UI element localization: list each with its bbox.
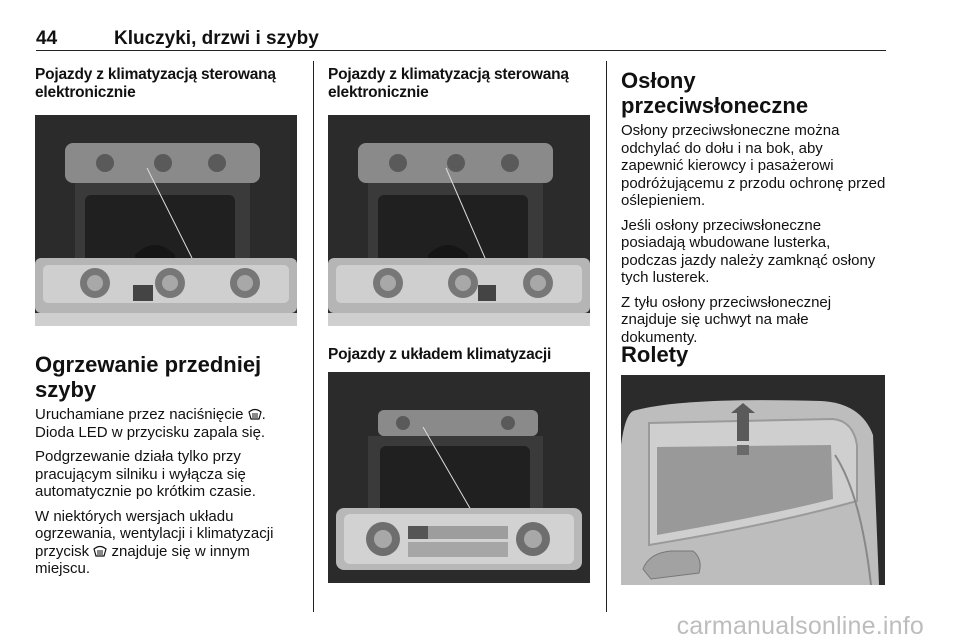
page-title: Kluczyki, drzwi i szyby bbox=[114, 28, 319, 49]
air-conditioning-panel-image bbox=[328, 372, 590, 583]
subheading-electronic-climate: Pojazdy z klimatyzacją sterowaną elektro… bbox=[35, 66, 276, 101]
p1-text-end: . Dioda LED w przycisku zapala się. bbox=[35, 406, 266, 441]
column-3-rolety: Rolety bbox=[621, 342, 886, 367]
windscreen-defrost-icon bbox=[93, 545, 108, 557]
column-divider-2 bbox=[606, 61, 607, 612]
heading-windscreen-heating: Ogrzewanie przedniej szyby bbox=[35, 352, 262, 402]
paragraph-vanity-mirrors: Jeśli osłony przeciwsłoneczne posiadają … bbox=[621, 216, 876, 287]
electronic-climate-control-panel-image bbox=[328, 115, 590, 326]
heading-blinds: Rolety bbox=[621, 342, 689, 367]
column-divider-1 bbox=[313, 61, 314, 612]
paragraph-location: W niektórych wersjach układu ogrzewania,… bbox=[35, 508, 305, 578]
climate-control-figure bbox=[35, 115, 297, 326]
air-conditioning-figure bbox=[328, 372, 590, 583]
subheading-electronic-climate-2: Pojazdy z klimatyzacją sterowaną elektro… bbox=[328, 66, 569, 101]
subheading-air-conditioning: Pojazdy z układem klimatyzacji bbox=[328, 346, 552, 363]
sunroof-blind-figure bbox=[621, 375, 885, 585]
column-3: Osłony przeciwsłoneczne Osłony przeciwsł… bbox=[621, 68, 886, 353]
header-rule bbox=[36, 50, 886, 51]
watermark: carmanualsonline.info bbox=[676, 612, 924, 640]
paragraph-sun-visors: Osłony przeciwsłoneczne można odchylać d… bbox=[621, 122, 886, 209]
heading-sun-visors: Osłony przeciwsłoneczne bbox=[621, 68, 809, 118]
p3-text-end: znajduje się w innym miejscu. bbox=[35, 542, 250, 578]
page-number: 44 bbox=[36, 28, 58, 49]
column-2: Pojazdy z klimatyzacją sterowaną elektro… bbox=[328, 66, 598, 102]
column-1-text: Ogrzewanie przedniej szyby Uruchamiane p… bbox=[35, 352, 305, 585]
sunroof-blind-image bbox=[621, 375, 885, 585]
paragraph-ticket-holder: Z tyłu osłony przeciwsłonecznej znajduje… bbox=[621, 293, 832, 346]
paragraph-activation: Uruchamiane przez naciśnięcie . Dioda LE… bbox=[35, 406, 305, 441]
page-header: 44 Kluczyki, drzwi i szyby bbox=[36, 28, 886, 50]
windscreen-defrost-icon bbox=[247, 408, 262, 420]
p1-text-start: Uruchamiane przez naciśnięcie bbox=[35, 406, 244, 423]
column-2-sub2: Pojazdy z układem klimatyzacji bbox=[328, 346, 598, 364]
climate-control-figure-2 bbox=[328, 115, 590, 326]
electronic-climate-control-panel-image bbox=[35, 115, 297, 326]
p3-text-start: W niektórych wersjach układu ogrzewania,… bbox=[35, 507, 274, 560]
paragraph-operation: Podgrzewanie działa tylko przy pracujący… bbox=[35, 448, 256, 500]
column-1: Pojazdy z klimatyzacją sterowaną elektro… bbox=[35, 66, 303, 102]
